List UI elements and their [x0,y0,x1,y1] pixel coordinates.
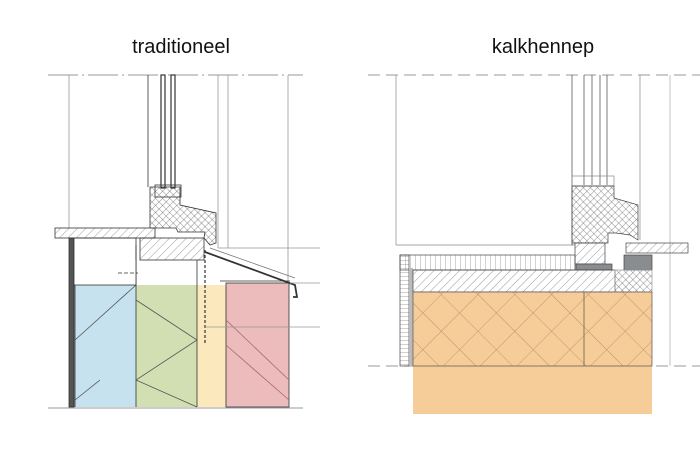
diagonal-board [412,269,616,293]
panel-title-traditional: traditioneel [132,36,230,58]
grey-part-2 [623,254,653,271]
glazing-pane [170,74,176,189]
sill-support [574,242,606,265]
panel-title-hemp-lime: kalkhennep [491,36,595,58]
hemp-lime-section [368,74,700,414]
glazing-bead [571,175,615,187]
red-layer [225,282,290,408]
blue-layer [75,285,136,407]
outer-sill [204,251,299,298]
grey-part-1 [575,263,613,271]
green-layer [136,285,197,407]
interior-board [399,254,576,271]
traditional-section [48,74,320,409]
plaster [399,254,410,367]
sill-support [139,237,205,261]
dark-lining [68,237,75,408]
crosshatch-block [614,269,653,293]
inner-sill [54,227,156,239]
hemp-outer-sill [625,242,689,254]
window-frame [149,186,217,246]
yellow-layer [197,285,226,407]
hemp-window-frame [571,185,639,244]
glazing-pane [160,74,166,189]
hemp-lime-hatch [412,291,653,367]
grey-strip [409,268,413,366]
